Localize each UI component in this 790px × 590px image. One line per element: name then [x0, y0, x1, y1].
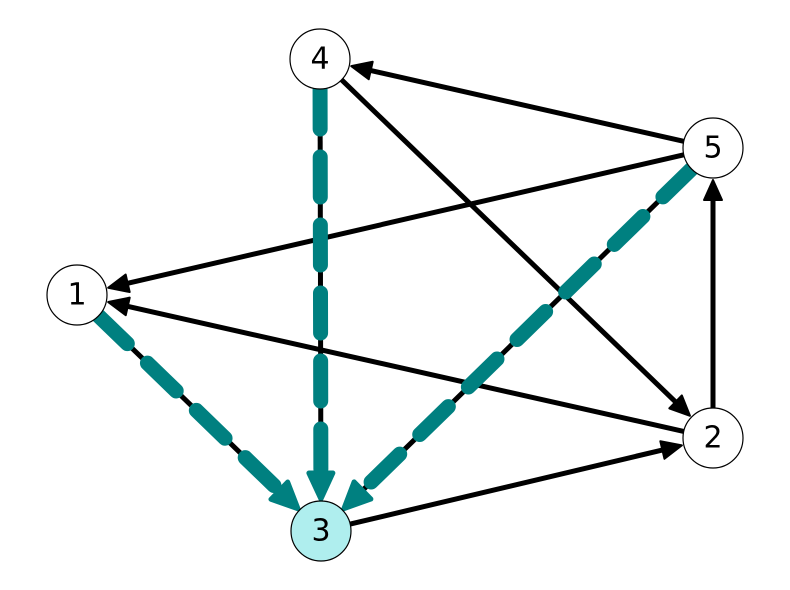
node-3: 3: [290, 500, 352, 562]
nodes-layer: 1 2 3 4 5: [46, 28, 744, 562]
node-1: 1: [46, 264, 108, 326]
edge-2-1: [107, 296, 685, 434]
node-label: 3: [311, 514, 330, 549]
node-label: 5: [703, 131, 722, 166]
edge-4-3: [306, 81, 336, 502]
node-4: 4: [289, 28, 351, 90]
node-label: 1: [67, 278, 86, 313]
edge-1-3: [91, 308, 301, 512]
node-circle: [289, 28, 351, 90]
edge-5-3: [341, 161, 700, 512]
edge-2-5: [703, 179, 723, 408]
node-circle: [682, 407, 744, 469]
edges-layer: [91, 60, 723, 527]
node-label: 4: [310, 42, 329, 77]
edge-5-4: [350, 60, 685, 144]
node-circle: [682, 117, 744, 179]
edge-5-1: [107, 152, 685, 294]
node-label: 2: [703, 421, 722, 456]
edge-3-2: [349, 440, 683, 527]
node-2: 2: [682, 407, 744, 469]
node-5: 5: [682, 117, 744, 179]
edge-4-2: [339, 78, 691, 417]
node-circle: [290, 500, 352, 562]
node-circle: [46, 264, 108, 326]
